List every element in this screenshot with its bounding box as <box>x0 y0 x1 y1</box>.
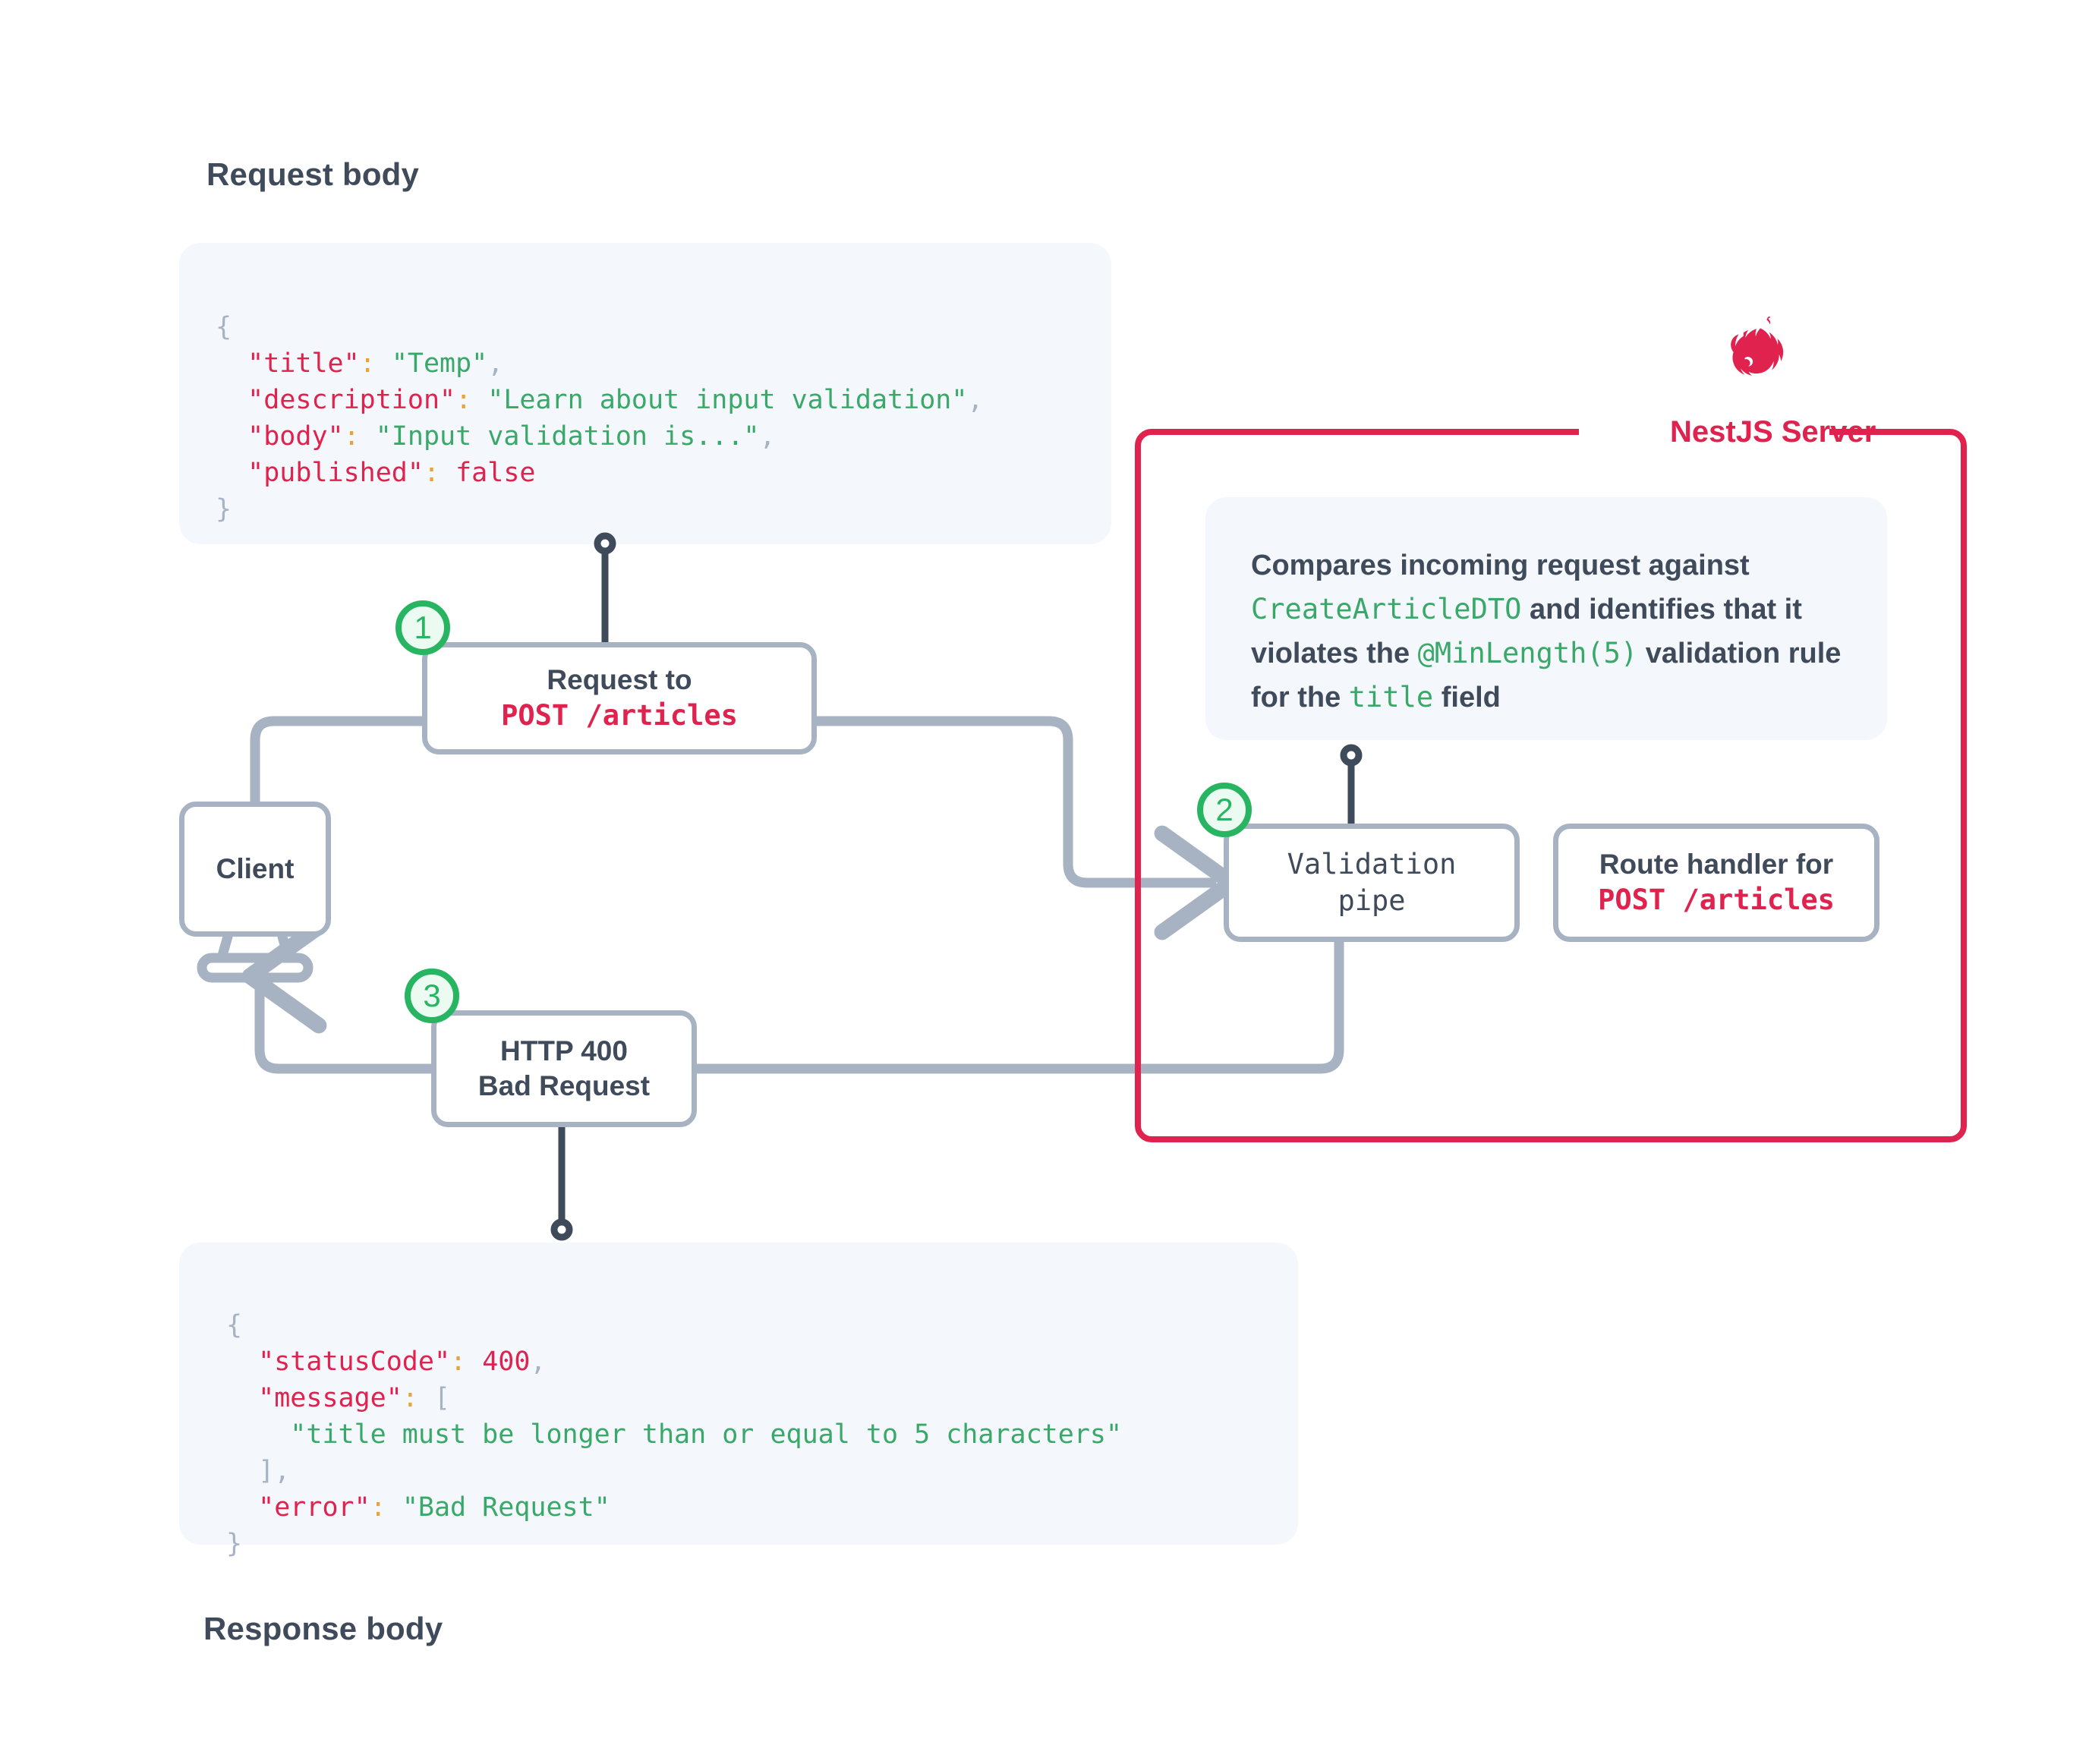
request-body-code: { "title": "Temp", "description": "Learn… <box>216 312 984 524</box>
callout-part3: validation rule for the <box>1251 638 1842 713</box>
callout-part1: Compares incoming request against <box>1251 550 1750 581</box>
path-request-to-validation <box>811 716 1240 940</box>
node-request-line1: Request to <box>547 664 692 695</box>
node-route-line1: Route handler for <box>1599 849 1834 880</box>
nestjs-server-frame <box>1135 429 1967 1142</box>
node-route-line2: POST /articles <box>1598 884 1835 916</box>
node-validation-line2: pipe <box>1338 884 1406 917</box>
validation-explanation-callout: Compares incoming request against Create… <box>1205 497 1887 740</box>
path-http400-to-client <box>241 918 436 1074</box>
node-validation-pipe[interactable]: Validation pipe <box>1224 824 1520 942</box>
callout-code-create-article-dto: CreateArticleDTO <box>1251 593 1522 625</box>
node-http-400-bad-request[interactable]: HTTP 400 Bad Request <box>431 1010 697 1127</box>
callout-code-title: title <box>1348 681 1434 713</box>
nestjs-server-label: NestJS Server <box>1670 415 1876 449</box>
step-badge-2: 2 <box>1197 783 1252 837</box>
step-badge-3: 3 <box>405 969 459 1023</box>
callout-part4: field <box>1433 682 1501 713</box>
node-route-handler[interactable]: Route handler for POST /articles <box>1553 824 1879 942</box>
step-badge-1: 1 <box>395 600 450 655</box>
node-validation-line1: Validation <box>1287 848 1457 880</box>
leader-dots <box>550 532 1363 1241</box>
node-http400-line2: Bad Request <box>477 1070 651 1101</box>
validation-explanation-text: Compares incoming request against Create… <box>1251 544 1858 720</box>
node-client-label: Client <box>216 853 295 884</box>
response-body-code: { "statusCode": 400, "message": [ "title… <box>226 1310 1123 1559</box>
nestjs-cat-logo-icon <box>1731 316 1784 376</box>
request-body-panel: { "title": "Temp", "description": "Learn… <box>179 243 1111 544</box>
node-request-to-post-articles[interactable]: Request to POST /articles <box>422 642 817 754</box>
node-request-line2: POST /articles <box>501 699 738 732</box>
callout-code-minlength: @MinLength(5) <box>1417 637 1638 669</box>
path-validation-to-http400 <box>692 937 1344 1074</box>
node-http400-line1: HTTP 400 <box>500 1035 628 1066</box>
callout-part2: and identifies that it violates the <box>1251 594 1802 669</box>
request-body-label: Request body <box>206 156 420 192</box>
response-body-panel: { "statusCode": 400, "message": [ "title… <box>179 1243 1298 1559</box>
response-body-label: Response body <box>203 1611 443 1646</box>
node-client[interactable]: Client <box>179 802 331 937</box>
path-client-to-request <box>250 716 427 807</box>
nestjs-label-mask <box>1579 419 1829 445</box>
monitor-stand-icon <box>197 931 314 983</box>
